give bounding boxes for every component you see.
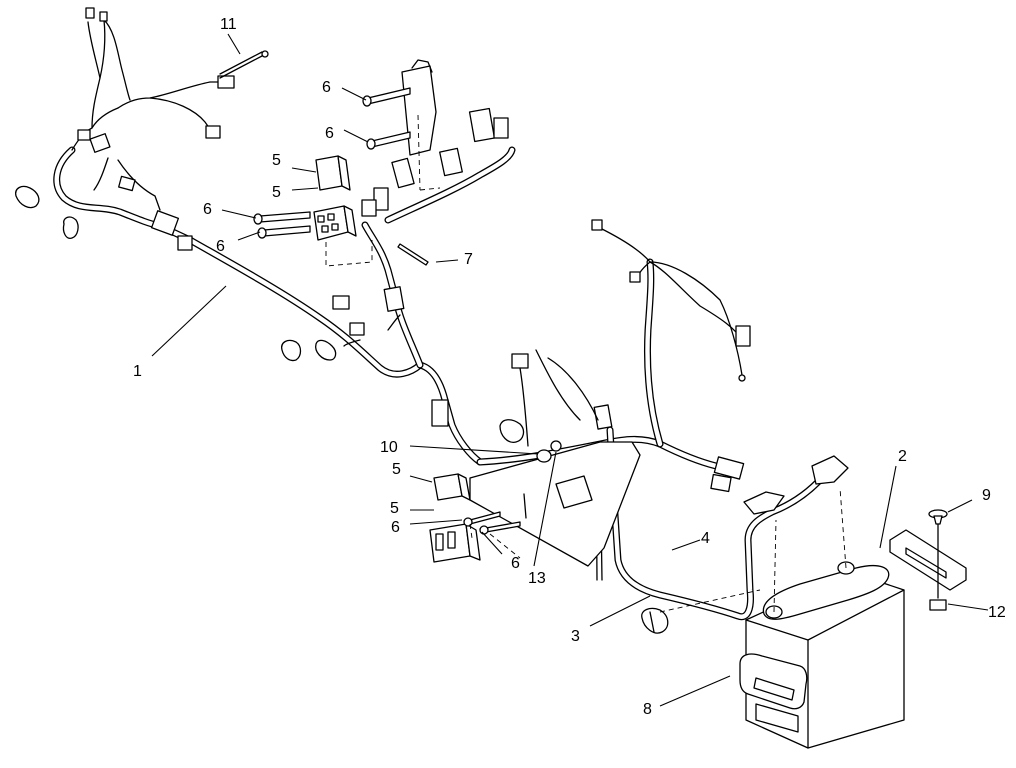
callout-6-a: 6	[322, 79, 331, 96]
callout-6-f: 6	[511, 555, 520, 572]
callout-3: 3	[571, 628, 580, 645]
callout-6-c: 6	[203, 201, 212, 218]
callout-12: 12	[988, 604, 1006, 621]
relay-lower	[433, 473, 471, 501]
callout-6-e: 6	[391, 519, 400, 536]
nut	[929, 599, 947, 611]
mounting-plate	[469, 441, 641, 567]
callout-8: 8	[643, 701, 652, 718]
chassis-harness	[476, 219, 849, 621]
callout-5-upper-b: 5	[272, 184, 281, 201]
screws-upper	[253, 87, 411, 239]
callout-13: 13	[528, 570, 546, 587]
bolt	[928, 509, 948, 599]
callout-11: 11	[220, 16, 237, 33]
pin	[397, 243, 429, 266]
callout-5-lower-b: 5	[390, 500, 399, 517]
main-wire-harness	[53, 19, 516, 466]
callout-4: 4	[701, 530, 710, 547]
callout-5-lower-a: 5	[392, 461, 401, 478]
callout-7: 7	[464, 251, 473, 268]
callout-1: 1	[133, 363, 142, 380]
main-harness-connectors	[77, 7, 509, 427]
callout-labels: 1 2 3 4 5 5 5 5 6 6 6 6 6 6 7 8 9 10 11 …	[133, 16, 1006, 718]
callout-9: 9	[982, 487, 991, 504]
grommet	[536, 440, 562, 463]
relay-upper	[315, 155, 351, 191]
cable-clamp	[641, 589, 761, 634]
callout-2: 2	[898, 448, 907, 465]
callout-10: 10	[380, 439, 398, 456]
callout-6-b: 6	[325, 125, 334, 142]
ground-wire	[219, 50, 269, 79]
fuse-block-upper	[313, 205, 373, 267]
leader-lines	[151, 33, 989, 707]
rubber-clips	[15, 185, 525, 443]
callout-6-d: 6	[216, 238, 225, 255]
battery	[739, 487, 905, 749]
fuse-block-lower	[429, 523, 481, 563]
battery-hold-down	[889, 529, 967, 591]
screws-lower	[463, 511, 521, 559]
callout-5-upper-a: 5	[272, 152, 281, 169]
